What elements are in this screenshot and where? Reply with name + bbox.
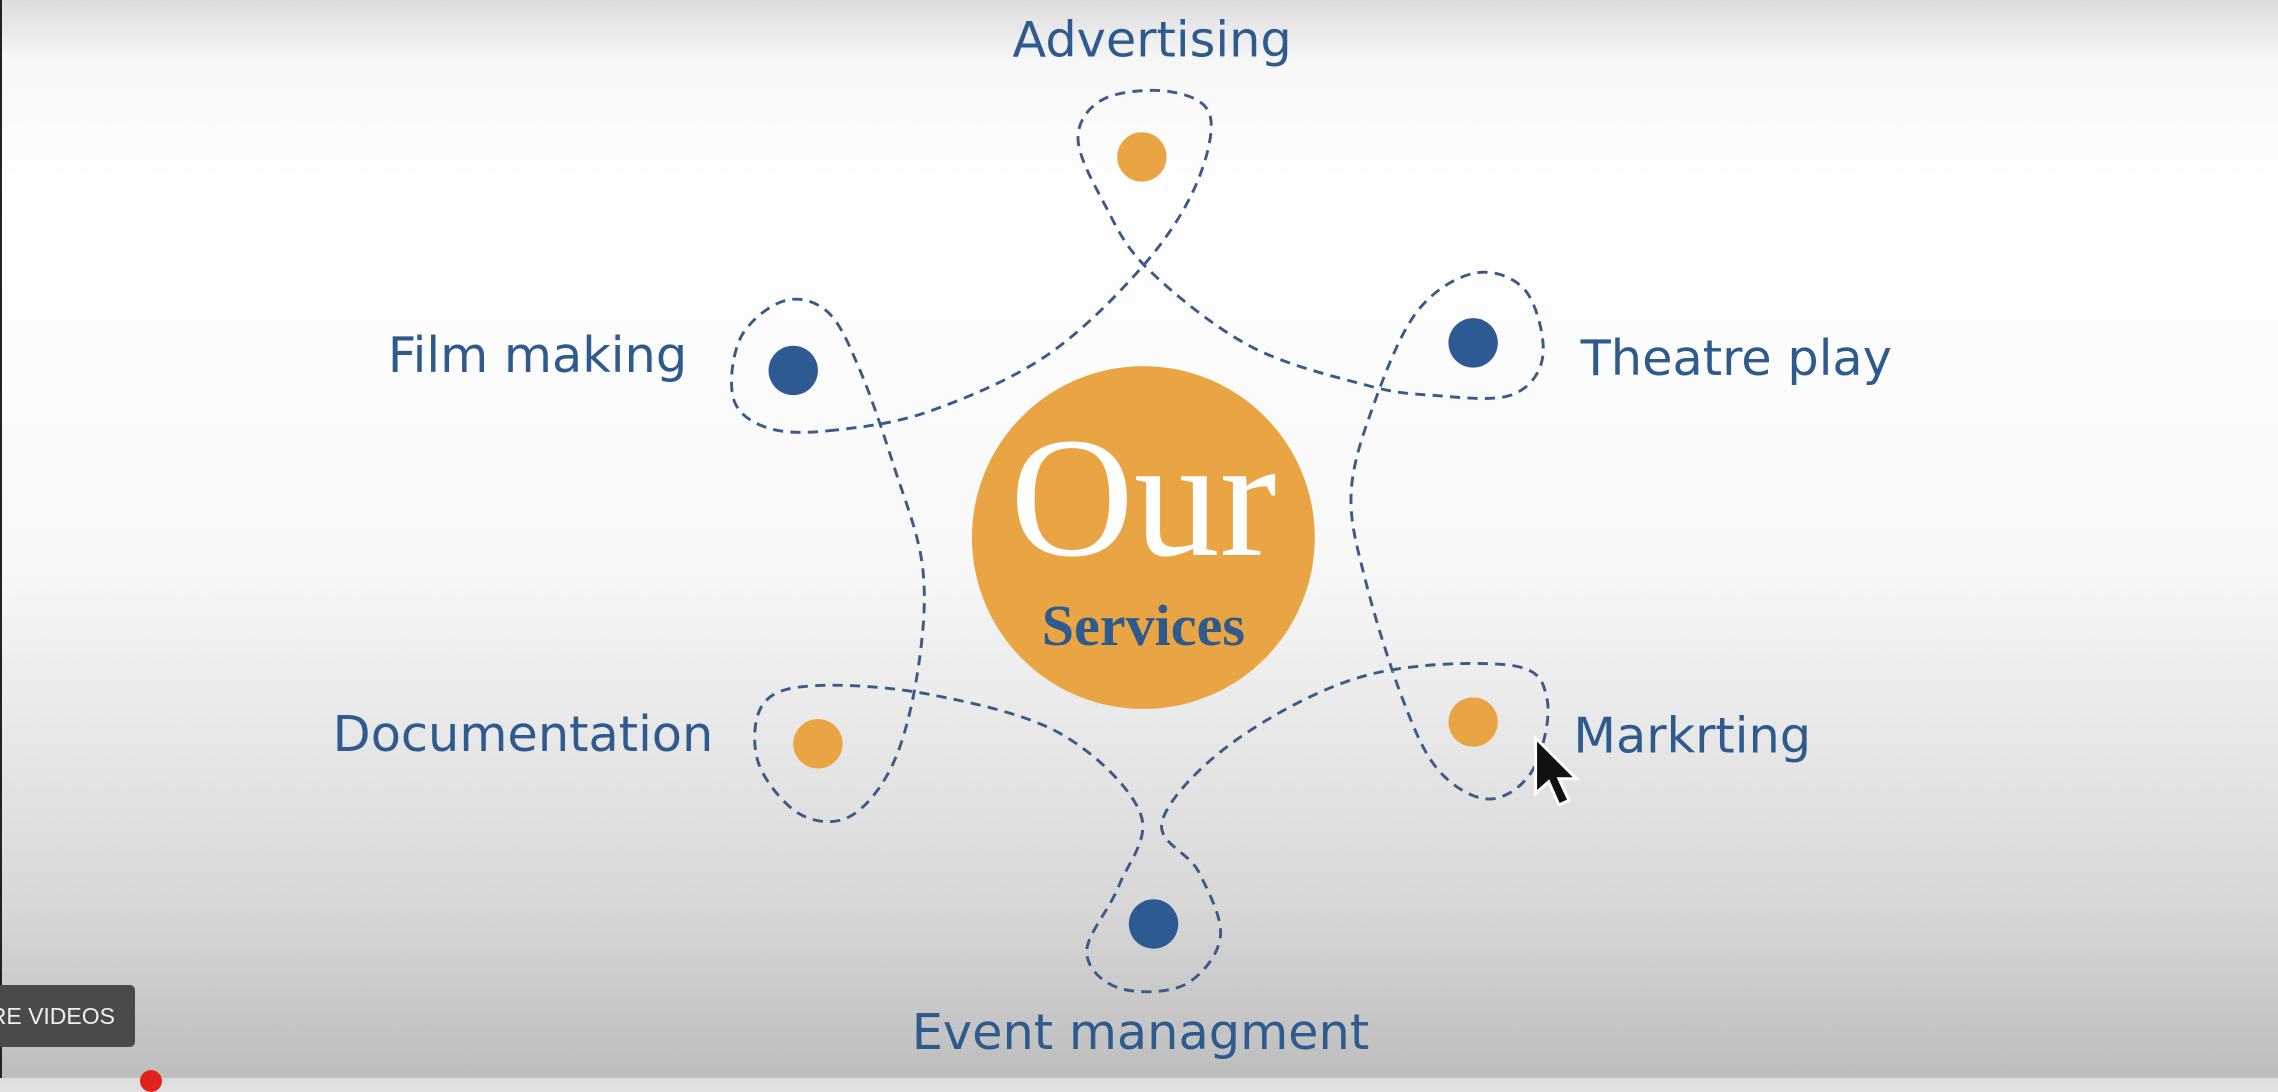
mouse-cursor-icon <box>1534 734 1580 807</box>
dot-advertising <box>1117 132 1167 182</box>
dot-theatre-play <box>1448 318 1498 368</box>
label-theatre-play: Theatre play <box>1580 329 1892 387</box>
dot-documentation <box>793 719 843 769</box>
center-circle <box>971 366 1315 709</box>
label-documentation: Documentation <box>333 705 714 763</box>
more-videos-button[interactable]: RE VIDEOS <box>0 985 135 1047</box>
dashed-connector-loops <box>730 88 1550 994</box>
dot-marketing <box>1448 697 1498 747</box>
more-videos-label: RE VIDEOS <box>0 1002 115 1029</box>
progress-scrubber-handle[interactable] <box>140 1070 162 1092</box>
label-film-making: Film making <box>388 326 687 384</box>
label-marketing: Markrting <box>1573 707 1811 765</box>
dot-event-management <box>1128 899 1179 949</box>
center-title: Our <box>1010 403 1277 593</box>
label-event-management: Event managment <box>912 1003 1370 1061</box>
label-advertising: Advertising <box>1012 11 1291 69</box>
center-subtitle: Services <box>1042 593 1245 658</box>
video-frame-edge <box>0 0 2 1078</box>
dot-film-making <box>768 345 818 396</box>
